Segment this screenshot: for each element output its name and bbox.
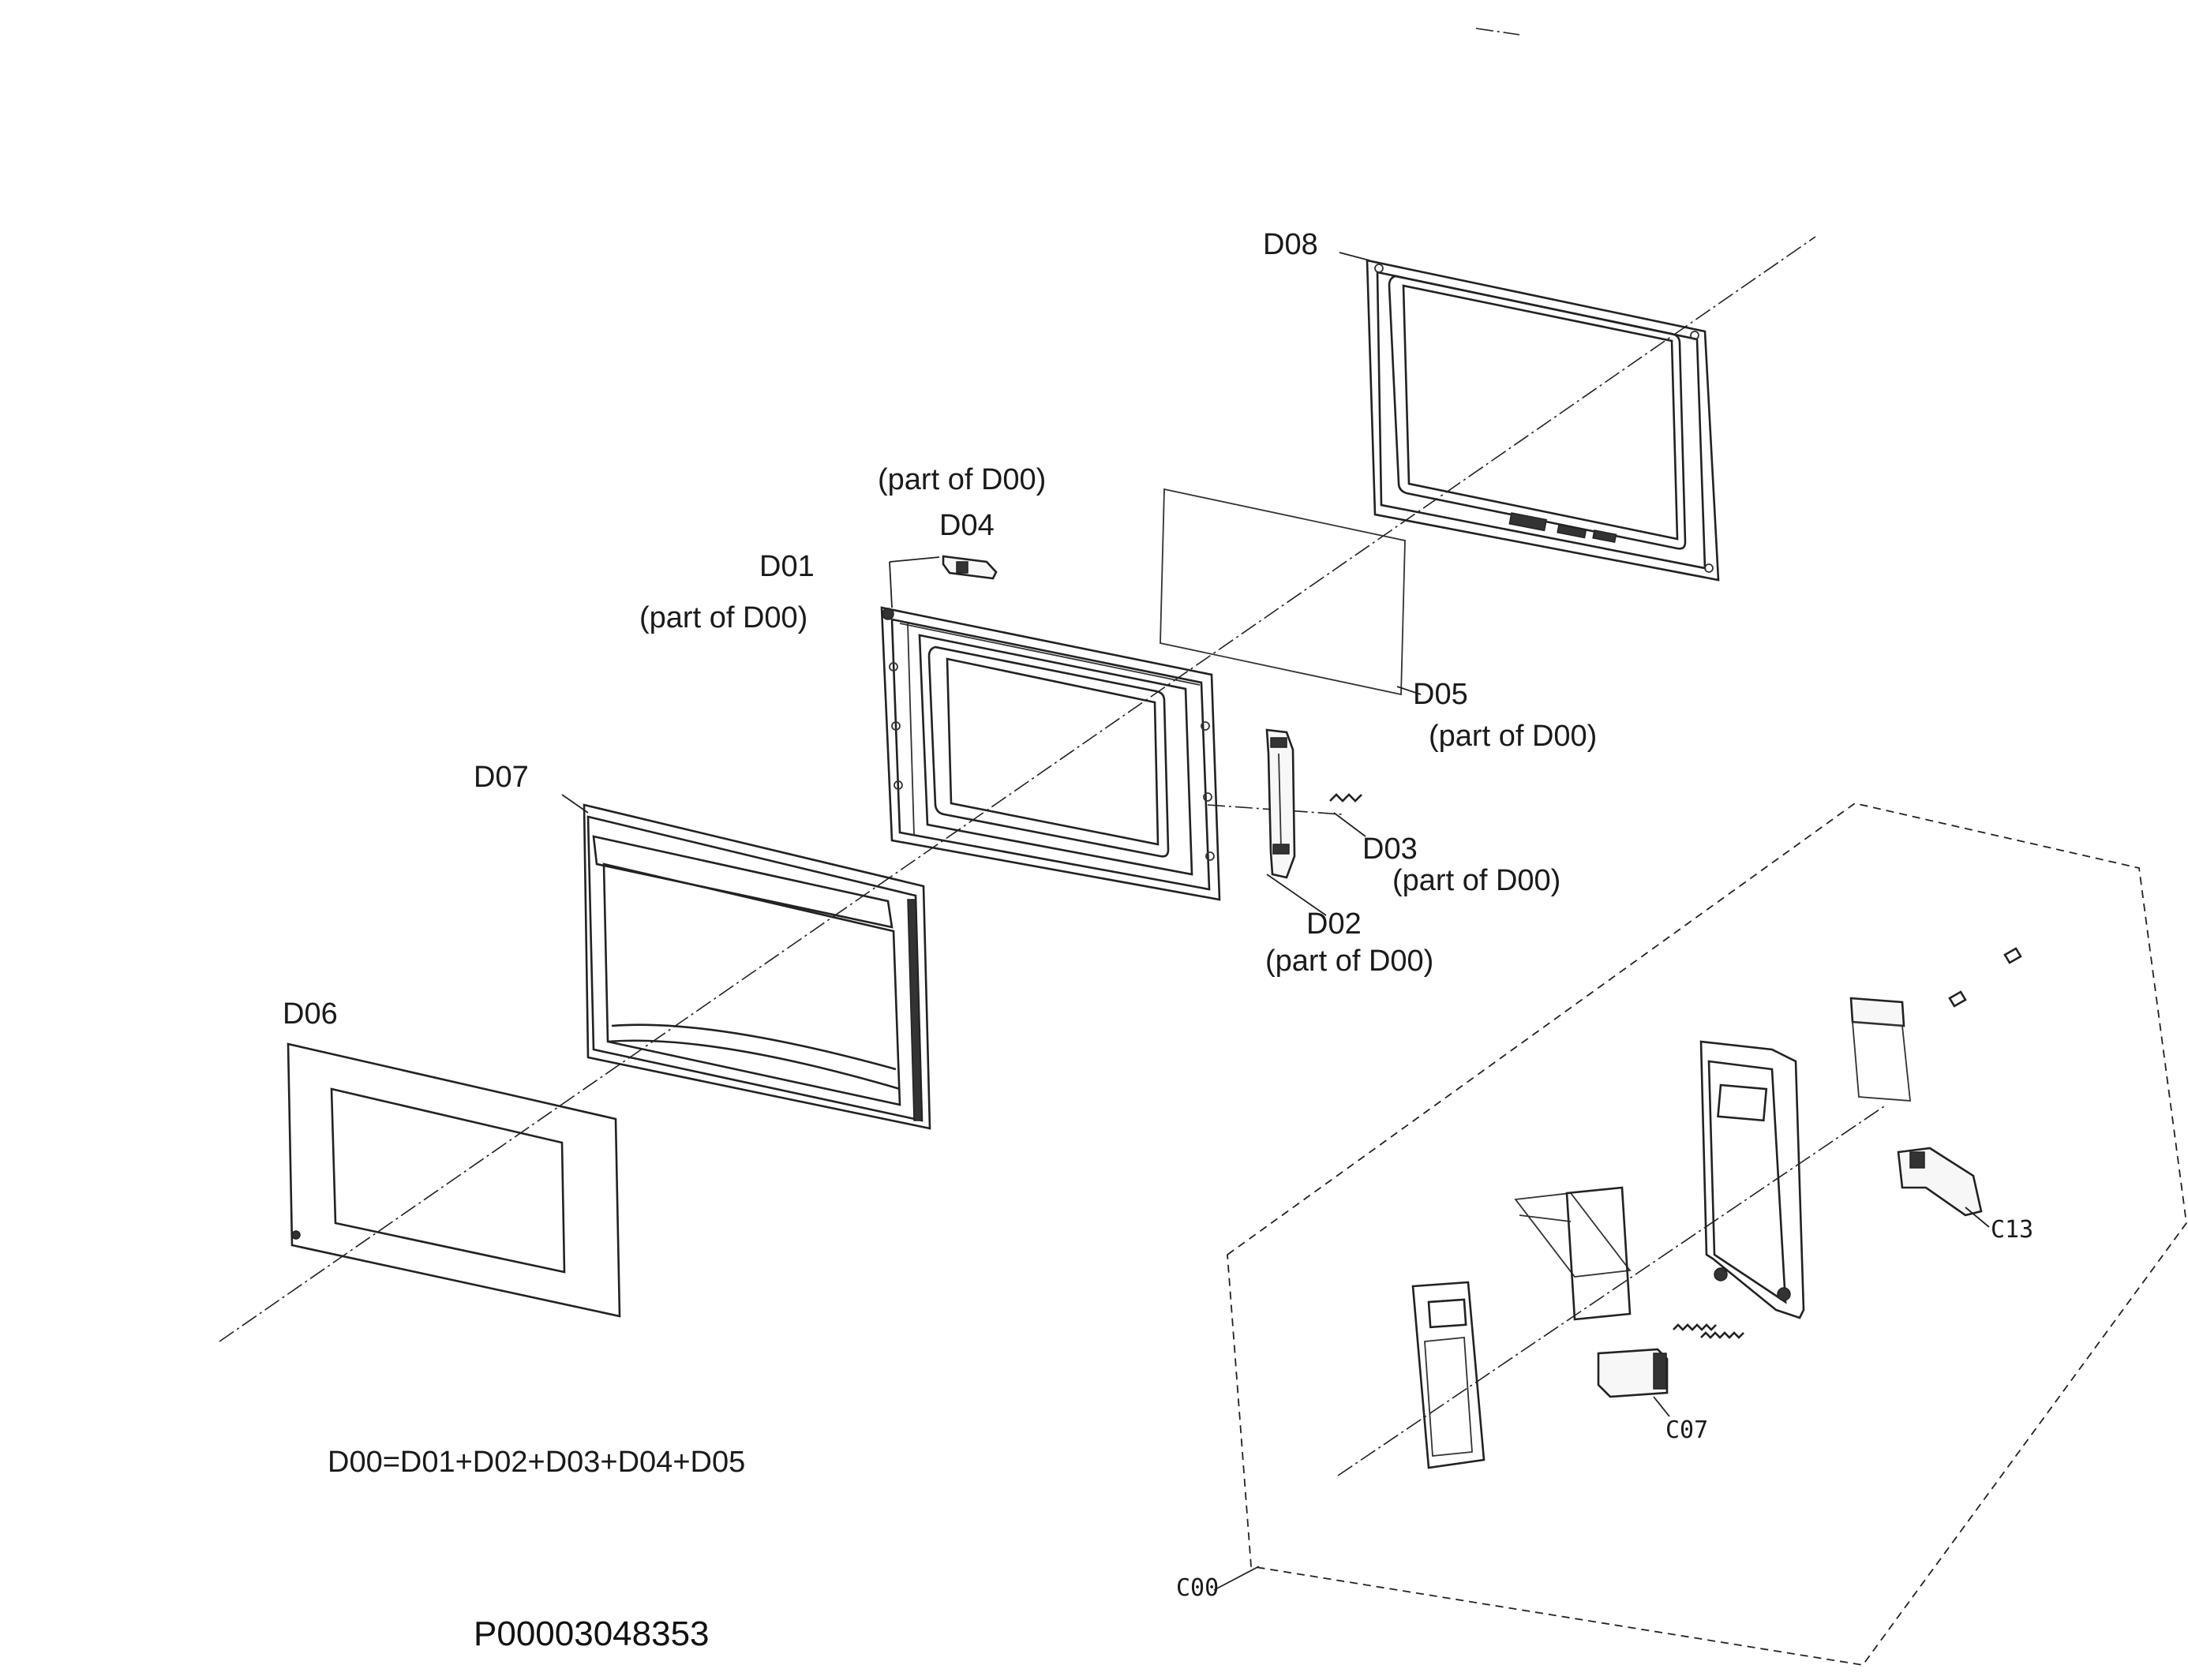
assembly-axes (219, 28, 1887, 1476)
label-c07: C07 (1665, 1416, 1708, 1444)
label-d02-part: (part of D00) (1265, 945, 1433, 978)
part-d04-bracket (889, 555, 998, 608)
label-d03: D03 (1362, 833, 1418, 866)
part-control-housing (1699, 1040, 1805, 1319)
label-d04: D04 (939, 509, 995, 542)
label-d03-part: (part of D00) (1392, 864, 1560, 897)
part-d07-front-frame (561, 794, 931, 1130)
part-c07-button (1597, 1323, 1744, 1417)
part-d02-latch (1265, 728, 1296, 879)
label-d02: D02 (1306, 907, 1362, 941)
part-d01-inner-panel (880, 606, 1221, 901)
label-leaders (1266, 252, 1422, 916)
label-d05-part: (part of D00) (1429, 720, 1597, 753)
part-c13-lever (1897, 1147, 1990, 1228)
part-d05-screen (1160, 488, 1406, 696)
region-c00-control-panel (1213, 803, 2187, 1666)
part-control-block (1849, 947, 2022, 1102)
part-d08-door-frame (1366, 259, 1720, 582)
label-d07: D07 (474, 761, 529, 794)
part-d03-spring (1329, 793, 1366, 837)
part-d06-outer-glass (287, 1042, 621, 1318)
label-d01: D01 (759, 550, 815, 583)
label-d08: D08 (1263, 228, 1318, 261)
label-c13: C13 (1991, 1216, 2033, 1244)
label-d06: D06 (283, 997, 338, 1031)
label-d05: D05 (1413, 678, 1468, 711)
part-control-membrane (1514, 1186, 1632, 1321)
label-d04-part: (part of D00) (878, 463, 1046, 496)
drawing-number: P00003048353 (474, 1615, 710, 1653)
label-c00: C00 (1176, 1574, 1219, 1602)
label-d01-part: (part of D00) (639, 601, 807, 634)
part-control-overlay (1411, 1281, 1486, 1469)
parts-formula: D00=D01+D02+D03+D04+D05 (328, 1446, 745, 1479)
